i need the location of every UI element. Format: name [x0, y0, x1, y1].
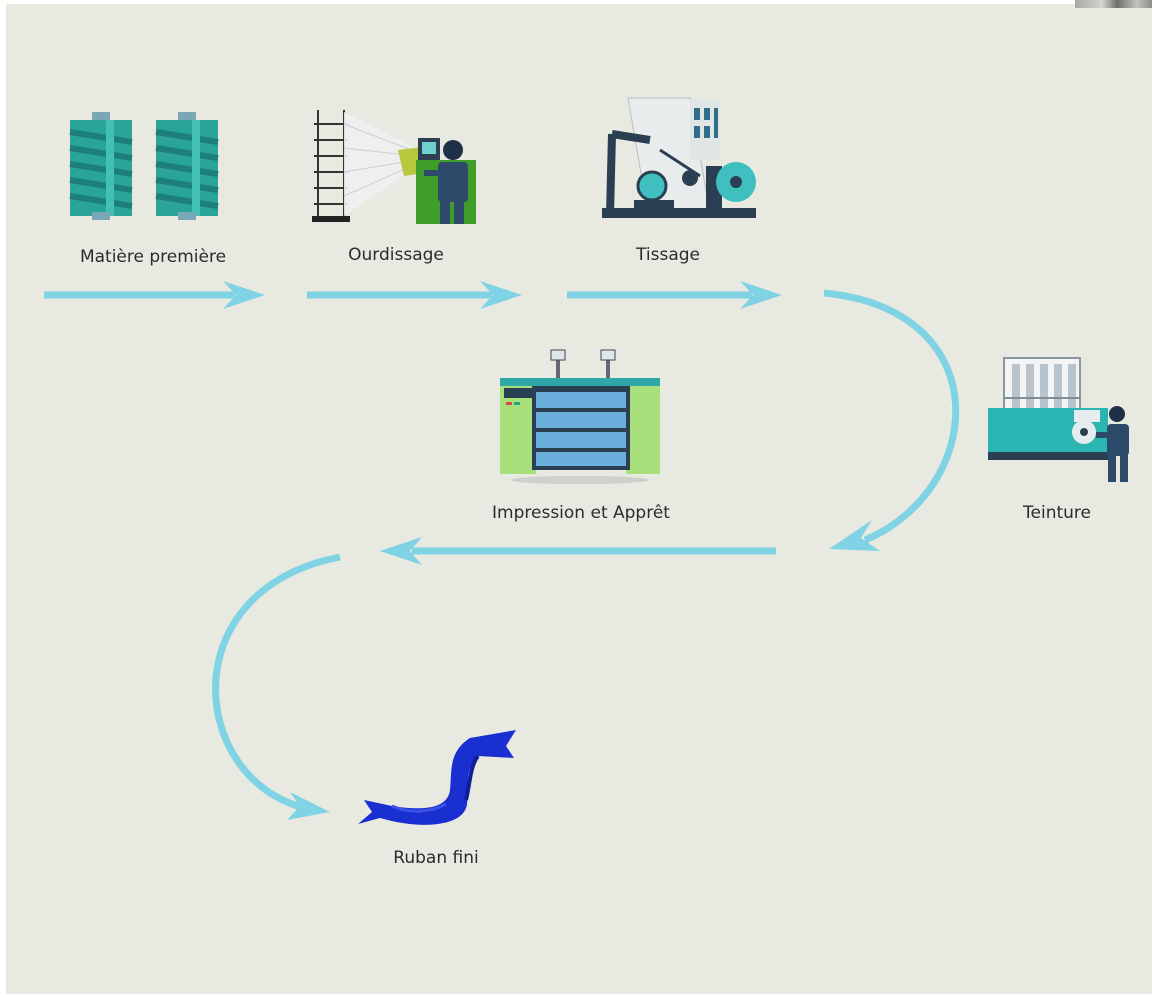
- step-label-finished-ribbon: Ruban fini: [393, 848, 479, 868]
- flow-arrow-3: [567, 281, 782, 309]
- printing-machine-icon: [500, 349, 660, 484]
- flow-arrow-curve-left: [212, 553, 341, 820]
- step-label-printing-finishing: Impression et Apprêt: [492, 503, 670, 523]
- weaving-loom-icon: [602, 97, 756, 218]
- step-label-warping: Ourdissage: [348, 245, 444, 265]
- thread-spools-icon: [69, 112, 219, 220]
- step-label-weaving: Tissage: [636, 245, 700, 265]
- step-label-dyeing: Teinture: [1023, 503, 1091, 523]
- flow-arrow-2: [307, 281, 522, 309]
- dyeing-machine-icon: [988, 357, 1129, 482]
- step-label-raw-material: Matière première: [79, 247, 227, 267]
- flow-arrow-curve-right: [823, 289, 960, 551]
- warping-machine-icon: [312, 110, 476, 224]
- flow-arrow-1: [44, 281, 265, 309]
- corner-photo-thumbnail: [1075, 0, 1152, 8]
- ribbon-icon: [358, 730, 516, 825]
- flow-arrow-return: [380, 537, 776, 565]
